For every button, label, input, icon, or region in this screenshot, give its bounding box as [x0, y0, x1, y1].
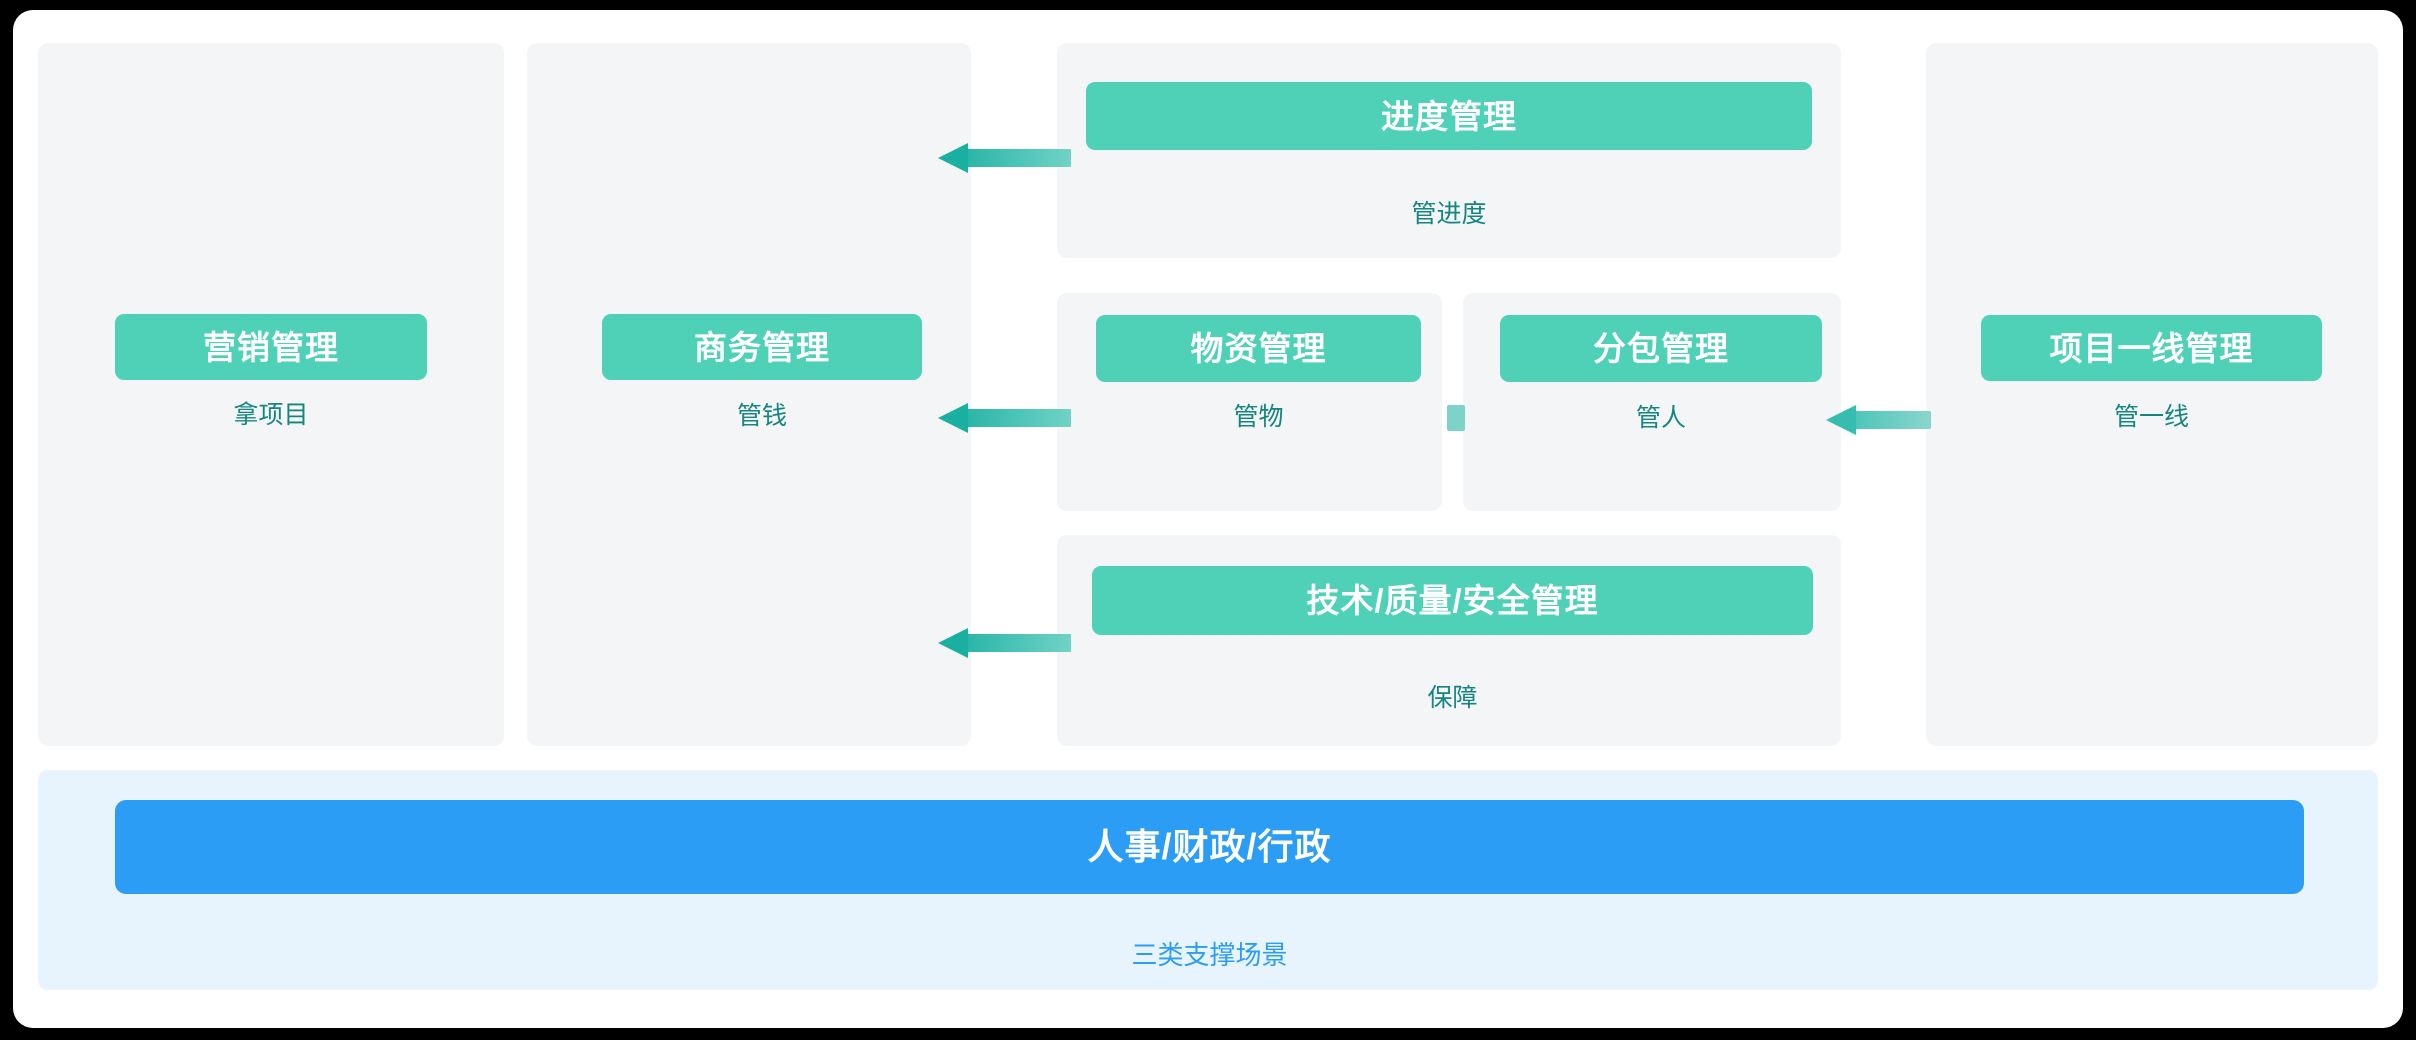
arrow-shaft	[967, 634, 1071, 652]
pill-frontline-label: 项目一线管理	[2049, 329, 2254, 367]
panel-frontline[interactable]	[1926, 43, 2378, 746]
caption-quality: 保障	[1427, 684, 1478, 712]
pill-marketing-label: 营销管理	[203, 328, 339, 366]
connector-nub	[1447, 405, 1465, 431]
caption-business: 管钱	[736, 402, 787, 430]
caption-marketing: 拿项目	[233, 401, 309, 429]
caption-schedule: 管进度	[1411, 200, 1487, 228]
pill-frontline[interactable]: 项目一线管理	[1981, 315, 2322, 381]
pill-quality[interactable]: 技术/质量/安全管理	[1092, 566, 1813, 635]
arrow-shaft	[1855, 411, 1931, 429]
arrow-shaft	[967, 149, 1071, 167]
caption-support: 三类支撑场景	[1131, 940, 1288, 970]
arrow-materials-to-business	[938, 403, 1071, 433]
diagram-card: 营销管理 拿项目 商务管理 管钱 进度管理 管进度 物资管理 管物 分包管理 管…	[13, 10, 2403, 1028]
arrow-quality-to-business	[938, 628, 1071, 658]
arrow-head	[938, 143, 968, 173]
arrow-frontline-to-subcontract	[1826, 405, 1931, 435]
pill-business-label: 商务管理	[694, 328, 830, 366]
caption-materials: 管物	[1233, 403, 1284, 431]
pill-materials[interactable]: 物资管理	[1096, 315, 1421, 382]
arrow-head	[938, 403, 968, 433]
pill-quality-label: 技术/质量/安全管理	[1306, 582, 1599, 619]
caption-subcontract: 管人	[1635, 404, 1686, 432]
arrow-head	[1826, 405, 1856, 435]
arrow-shaft	[967, 409, 1071, 427]
arrow-head	[938, 628, 968, 658]
caption-frontline: 管一线	[2113, 403, 2189, 431]
pill-materials-label: 物资管理	[1190, 330, 1327, 367]
panel-schedule[interactable]	[1057, 43, 1841, 258]
pill-support[interactable]: 人事/财政/行政	[115, 800, 2304, 894]
panel-business[interactable]	[527, 43, 971, 746]
arrow-schedule-to-business	[938, 143, 1071, 173]
pill-subcontract[interactable]: 分包管理	[1500, 315, 1822, 382]
pill-support-label: 人事/财政/行政	[1087, 826, 1332, 867]
pill-marketing[interactable]: 营销管理	[115, 314, 427, 380]
panel-marketing[interactable]	[38, 43, 504, 746]
pill-business[interactable]: 商务管理	[602, 314, 922, 380]
pill-schedule[interactable]: 进度管理	[1086, 82, 1812, 150]
pill-subcontract-label: 分包管理	[1593, 330, 1729, 367]
pill-schedule-label: 进度管理	[1381, 97, 1517, 135]
